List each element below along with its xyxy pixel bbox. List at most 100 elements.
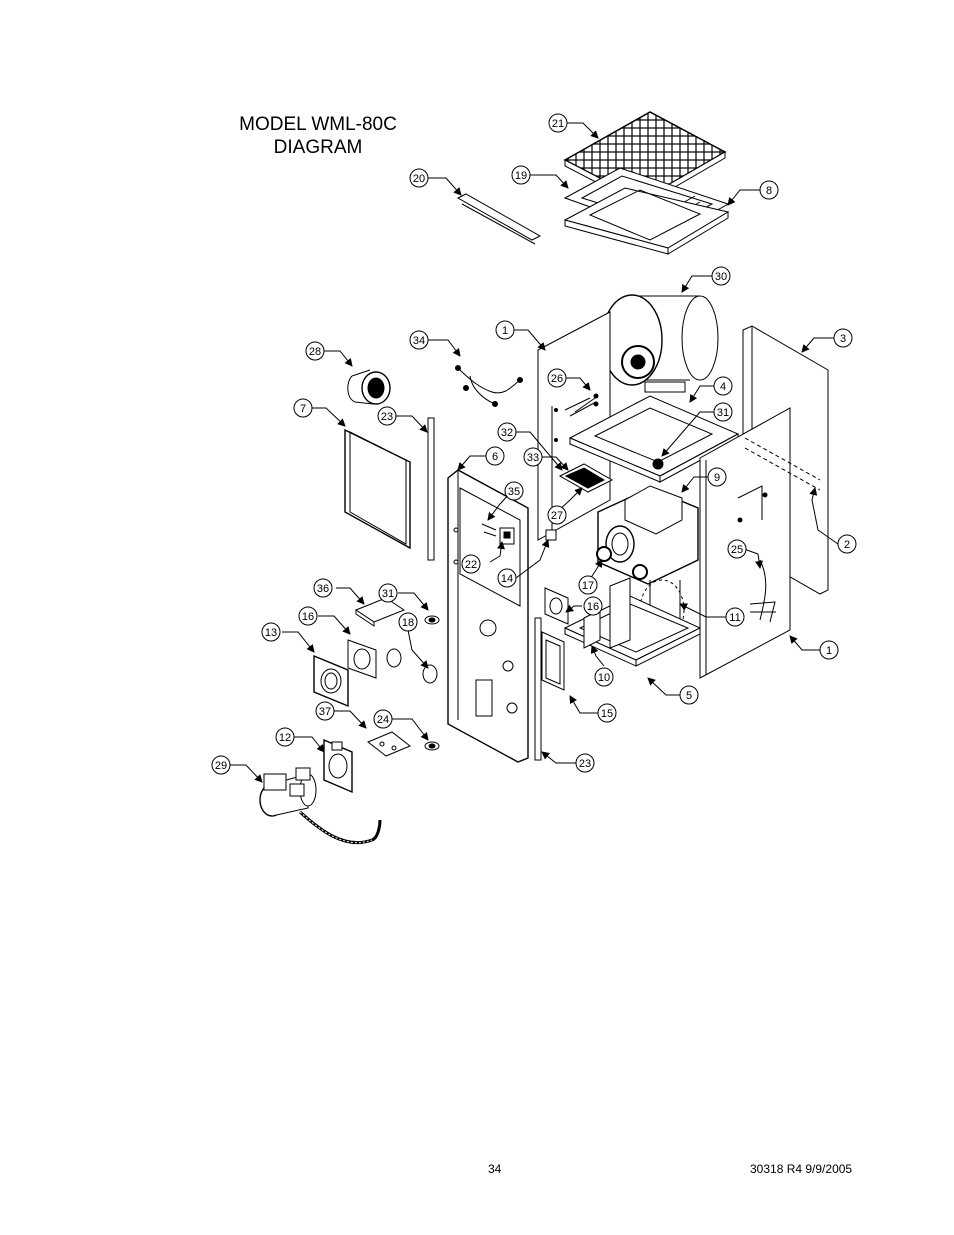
part-16-18-flange-left [347,639,438,684]
callout-6-label: 6 [492,451,498,463]
part-19-8-filter-frame [563,167,730,255]
callout-30: 30 [711,266,731,286]
callout-7: 7 [293,398,313,418]
title-line-1: MODEL WML-80C [239,114,397,135]
callout-16-right-label: 16 [587,601,599,613]
callout-10: 10 [594,667,614,687]
callout-11-label: 11 [729,612,740,624]
callout-25: 25 [727,539,747,559]
callout-35-label: 35 [508,486,520,498]
callout-21: 21 [548,113,568,133]
callout-23-lower-label: 23 [579,758,591,770]
callout-23-upper: 23 [377,406,397,426]
part-23-gasket-strips [427,417,542,761]
callout-8: 8 [759,180,779,200]
callout-24-label: 24 [377,714,389,726]
callout-23-lower: 23 [575,753,595,773]
callout-4-label: 4 [720,381,726,393]
callout-13-label: 13 [265,627,277,639]
callout-2: 2 [837,534,857,554]
callout-15: 15 [597,703,617,723]
callout-1-upper-label: 1 [502,325,508,337]
callout-17: 17 [578,575,598,595]
callout-6: 6 [485,446,505,466]
callout-23-upper-label: 23 [381,411,393,423]
callout-33-label: 33 [527,452,539,464]
callout-10-label: 10 [598,672,610,684]
callout-28-label: 28 [309,346,321,358]
part-29-inducer-motor [259,767,382,845]
callout-5-label: 5 [686,690,692,702]
diagram-title: MODEL WML-80C DIAGRAM [238,113,398,159]
callout-34-label: 34 [413,335,425,347]
callout-28: 28 [305,341,325,361]
callout-2-label: 2 [844,539,850,551]
document-id: 30318 R4 9/9/2005 [750,1162,853,1176]
callout-12-label: 12 [279,732,291,744]
callout-27: 27 [547,505,567,525]
callout-16-left: 16 [298,606,318,626]
callout-16-left-label: 16 [302,611,314,623]
part-37-bracket [367,731,411,757]
callout-32: 32 [497,422,517,442]
part-26-fitting [564,393,599,417]
callout-9: 9 [707,467,727,487]
part-28-flue-cap [347,369,391,405]
part-34-wiring-harness [455,365,523,407]
part-9-heat-exchanger [597,485,699,585]
callout-26-label: 26 [551,373,563,385]
callout-29: 29 [211,755,231,775]
callout-4: 4 [713,376,733,396]
part-30-blower [601,294,719,393]
callout-22: 22 [461,554,481,574]
callout-20-label: 20 [413,173,425,185]
part-31-24-fittings [424,615,440,751]
callout-5: 5 [679,685,699,705]
callout-18-label: 18 [402,617,414,629]
part-35-22-switch [481,523,515,545]
callout-3: 3 [833,328,853,348]
callout-1-upper: 1 [495,320,515,340]
callout-32-label: 32 [501,427,513,439]
callout-24: 24 [373,709,393,729]
callout-34: 34 [409,330,429,350]
callout-26: 26 [547,368,567,388]
callout-1-lower-label: 1 [826,645,832,657]
part-15-gasket [541,631,565,691]
part-6-front-panel [447,469,529,763]
callout-19-label: 19 [515,170,527,182]
callout-31-upper-label: 31 [717,407,729,419]
callout-30-label: 30 [715,271,727,283]
callout-31-upper: 31 [713,402,733,422]
callout-7-label: 7 [300,403,306,415]
part-17-14-burner-ports [545,529,648,580]
callout-21-label: 21 [552,118,564,130]
callout-36: 36 [313,578,333,598]
part-12-plate [323,738,353,794]
title-line-2: DIAGRAM [273,137,363,158]
callout-31-lower-label: 31 [382,588,394,600]
callout-27-label: 27 [551,510,563,522]
callout-37-label: 37 [319,706,331,718]
part-16-flange-right [544,587,569,625]
callout-36-label: 36 [317,583,329,595]
callout-17-label: 17 [582,580,594,592]
callout-11: 11 [725,607,745,627]
callout-14-label: 14 [501,573,513,585]
callout-13: 13 [261,622,281,642]
callout-37: 37 [315,701,335,721]
callout-9-label: 9 [714,472,720,484]
callout-33: 33 [523,447,543,467]
page-number: 34 [488,1162,502,1176]
callout-15-label: 15 [601,708,613,720]
leader-lines [230,122,839,783]
callout-22-label: 22 [465,559,477,571]
part-33-control-board [558,463,614,493]
callout-8-label: 8 [766,185,772,197]
callout-1-lower: 1 [819,640,839,660]
callout-14: 14 [497,568,517,588]
callout-31-lower: 31 [378,583,398,603]
part-7-access-panel [344,428,411,550]
